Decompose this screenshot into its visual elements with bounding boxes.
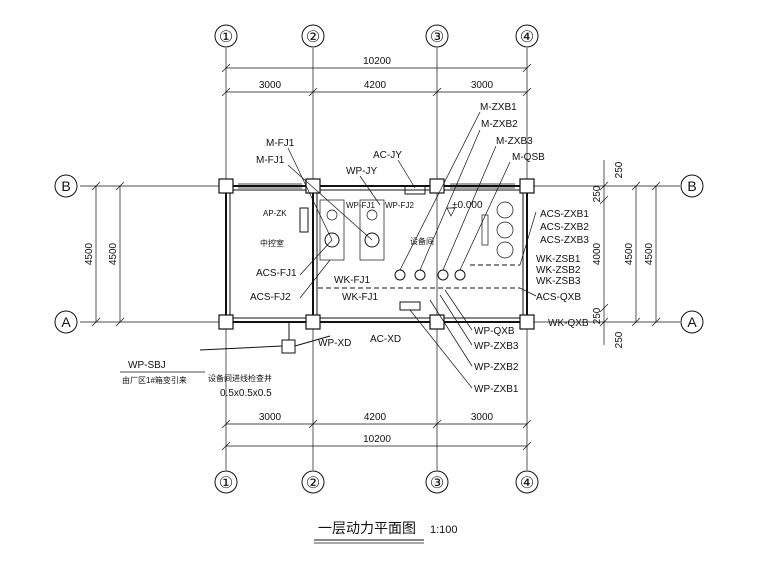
label-acs-fj1: ACS-FJ1	[256, 268, 297, 279]
label-pit: 设备间进线检查井	[208, 373, 272, 383]
drawing-title: 一层动力平面图 1:100	[314, 520, 458, 544]
dim-bottom-seg-3: 3000	[471, 412, 494, 423]
axis-2-top: ②	[306, 29, 320, 46]
axis-bubbles-top: ① ② ③ ④	[214, 24, 539, 48]
dim-right-outer: 4500	[624, 242, 635, 265]
label-wp-fj2: WP-FJ2	[385, 201, 414, 210]
title-text: 一层动力平面图	[318, 520, 416, 536]
dim-top-seg-3: 3000	[471, 80, 494, 91]
equipment-symbols	[199, 185, 520, 354]
label-pit-size: 0.5x0.5x0.5	[220, 388, 272, 399]
dim-right-bottom: 250	[592, 307, 603, 324]
label-acs-zxb3: ACS-ZXB3	[540, 235, 589, 246]
label-m-zxb1: M-ZXB1	[480, 102, 517, 113]
dimension-right: 250 250 4000 4500 4500 250 250	[592, 160, 661, 348]
title-scale: 1:100	[430, 524, 458, 536]
label-acs-fj2: ACS-FJ2	[250, 292, 291, 303]
building-walls	[218, 178, 535, 330]
axis-4-bottom: ④	[520, 475, 534, 492]
label-m-zxb2: M-ZXB2	[481, 119, 518, 130]
dim-right-bottom2: 250	[614, 331, 625, 348]
label-wk-fj1a: WK-FJ1	[334, 275, 371, 286]
axis-1-top: ①	[219, 29, 233, 46]
label-wp-fj1: WP-FJ1	[346, 201, 375, 210]
axis-2-bottom: ②	[306, 475, 320, 492]
label-wk-zsb2: WK-ZSB2	[536, 265, 581, 276]
label-m-fj1-b: M-FJ1	[256, 155, 285, 166]
label-wp-zxb2: WP-ZXB2	[474, 362, 519, 373]
dim-left-inner: 4500	[108, 242, 119, 265]
grid-lines	[80, 48, 680, 470]
label-wp-sbj: WP-SBJ	[128, 360, 166, 371]
label-ac-jy: AC-JY	[373, 150, 402, 161]
label-source: 由厂区1#箱变引来	[122, 375, 187, 385]
axis-1-bottom: ①	[219, 475, 233, 492]
axis-a-left: A	[61, 314, 71, 330]
label-wp-xd: WP-XD	[318, 338, 351, 349]
dimension-left: 4500 4500	[84, 181, 125, 327]
label-room-equipment: 设备间	[410, 236, 434, 246]
axis-b-right: B	[687, 178, 696, 194]
label-wp-jy: WP-JY	[346, 166, 377, 177]
dimension-bottom: 3000 4200 3000 10200	[221, 412, 532, 451]
label-wk-zsb1: WK-ZSB1	[536, 254, 581, 265]
dim-top-seg-2: 4200	[364, 80, 387, 91]
annotation-labels: M-FJ1 M-FJ1 AC-JY WP-JY WP-FJ1 WP-FJ2 AP…	[120, 102, 589, 399]
leader-lines	[287, 111, 537, 389]
label-m-fj1-a: M-FJ1	[266, 138, 295, 149]
label-elevation: ±0.000	[452, 200, 483, 211]
label-room-control: 中控室	[260, 238, 284, 248]
dim-bottom-total: 10200	[363, 434, 391, 445]
label-m-qsb: M-QSB	[512, 152, 545, 163]
axis-a-right: A	[687, 314, 697, 330]
dim-bottom-seg-2: 4200	[364, 412, 387, 423]
axis-4-top: ④	[520, 29, 534, 46]
label-wp-zxb3: WP-ZXB3	[474, 341, 519, 352]
axis-3-bottom: ③	[430, 475, 444, 492]
dim-right-mid: 4000	[592, 242, 603, 265]
label-wp-qxb: WP-QXB	[474, 326, 515, 337]
axis-bubbles-bottom: ① ② ③ ④	[214, 470, 539, 494]
label-ac-xd: AC-XD	[370, 334, 401, 345]
dim-right-top2: 250	[592, 185, 603, 202]
dim-right-top: 250	[614, 161, 625, 178]
label-acs-qxb: ACS-QXB	[536, 292, 581, 303]
label-wk-zsb3: WK-ZSB3	[536, 276, 581, 287]
label-wk-fj1b: WK-FJ1	[342, 292, 379, 303]
dim-bottom-seg-1: 3000	[259, 412, 282, 423]
dim-top-total: 10200	[363, 56, 391, 67]
axis-bubbles-side: B A B A	[54, 174, 704, 334]
label-m-zxb3: M-ZXB3	[496, 136, 533, 147]
dimension-top: 10200 3000 4200 3000	[221, 56, 532, 97]
label-acs-zxb2: ACS-ZXB2	[540, 222, 589, 233]
label-wp-zxb1: WP-ZXB1	[474, 384, 519, 395]
label-wk-qxb: WK-QXB	[548, 318, 589, 329]
dim-right-outer2: 4500	[644, 242, 655, 265]
dim-left-outer: 4500	[84, 242, 95, 265]
axis-3-top: ③	[430, 29, 444, 46]
axis-b-left: B	[61, 178, 70, 194]
label-ap-zk: AP-ZK	[263, 209, 287, 218]
label-acs-zxb1: ACS-ZXB1	[540, 209, 589, 220]
dim-top-seg-1: 3000	[259, 80, 282, 91]
